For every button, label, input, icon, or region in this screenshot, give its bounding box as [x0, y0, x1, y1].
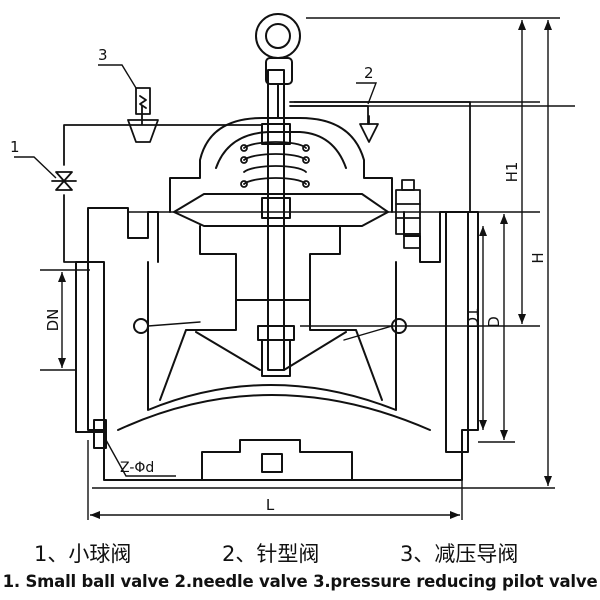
stem-guide-top: [261, 123, 291, 145]
spring: [240, 141, 310, 188]
inner-partition: [159, 299, 383, 401]
flange-bolt: [93, 419, 107, 449]
legend-en-caption: 1. Small ball valve 2.needle valve 3.pre…: [2, 572, 598, 591]
stem-guide-mid: [261, 197, 291, 219]
body-bottom-curve: [117, 394, 431, 431]
pressure-reducing-pilot-valve-icon: [127, 87, 159, 143]
bonnet-inner: [215, 131, 347, 169]
bonnet: [169, 117, 393, 213]
right-pilot-fitting: [395, 179, 421, 249]
pilot-pipe: [63, 101, 471, 263]
valve-stem: [267, 69, 285, 371]
stem-lower: [261, 339, 291, 377]
legend-item-pilot-valve: 3、减压导阀: [400, 542, 519, 566]
extension-lines: [40, 17, 575, 520]
stem-collar: [257, 325, 295, 341]
dim-label-d1: D1: [464, 307, 482, 328]
dimension-arrowheads: [58, 20, 552, 519]
dim-label-z-phi-d: Z-Φd: [120, 460, 154, 476]
small-ball-valve-icon: [51, 171, 77, 191]
partition-slopes: [195, 331, 347, 371]
gauge-port-left-icon: [133, 318, 149, 334]
dim-label-d: D: [485, 316, 503, 328]
callout-label-1: 1: [10, 138, 20, 156]
indicator-ring: [255, 13, 301, 59]
dim-label-h1: H1: [503, 162, 521, 183]
right-flange: [445, 211, 469, 453]
left-flange: [75, 261, 105, 433]
callout-label-2: 2: [364, 64, 374, 82]
callout-label-3: 3: [98, 46, 108, 64]
seat-chamber: [147, 261, 397, 411]
legend-item-needle-valve: 2、针型阀: [222, 542, 320, 566]
body-bottom-web: [201, 439, 353, 481]
callout-leaders: [14, 64, 378, 477]
drain-plug: [261, 453, 283, 473]
needle-valve-icon: [359, 115, 379, 143]
dim-label-dn: DN: [44, 309, 62, 332]
dim-label-l: L: [266, 496, 275, 514]
legend-item-ball-valve: 1、小球阀: [34, 542, 132, 566]
valve-body-outline: [87, 207, 479, 481]
dim-label-h: H: [529, 252, 547, 263]
legend-cn: 1、小球阀 2、针型阀 3、减压导阀: [0, 538, 600, 568]
disc-housing: [199, 225, 341, 301]
